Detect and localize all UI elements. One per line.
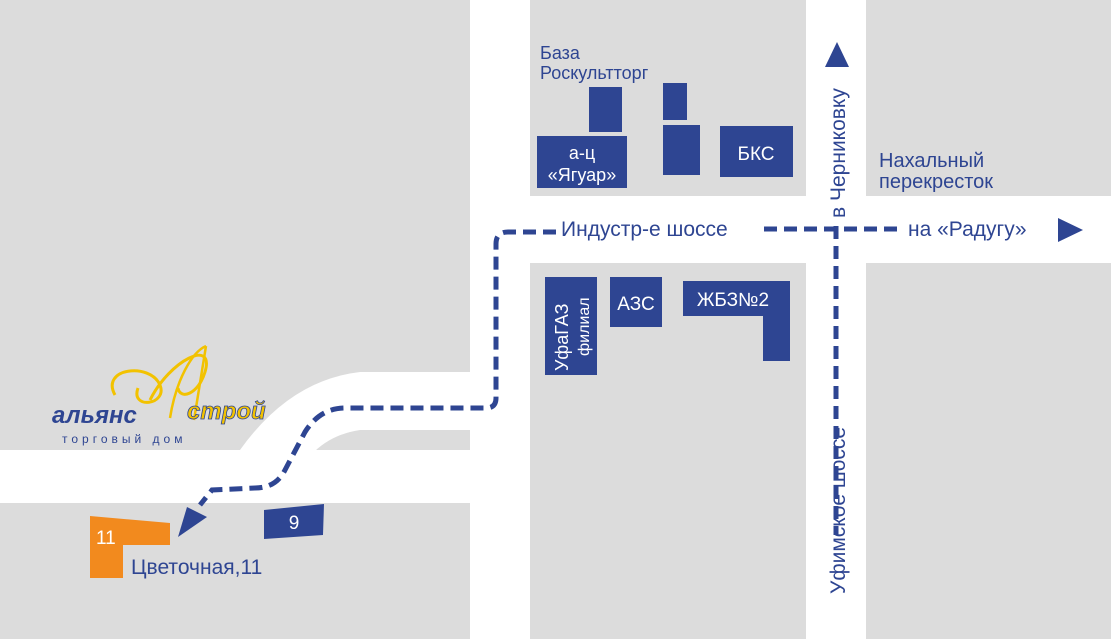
logo-word-alyans: альянс [52,402,137,429]
label-jaguar-line2: «Ягуар» [548,165,616,185]
block-southwest [0,503,470,639]
building-azs [610,277,662,327]
block-east [866,263,1111,639]
arrow-to-raduga [1058,218,1083,242]
logo-swirl-icon [110,353,208,404]
logo-script-a-icon [168,344,208,421]
label-azs: АЗС [617,294,654,315]
route [198,226,898,535]
label-tsvetochnaya: Цветочная,11 [131,556,262,579]
building-ufagaz [545,277,597,375]
building-bks [720,126,793,177]
building-jaguar [537,136,627,188]
label-to-chernikovka: в Черниковку [827,88,850,218]
label-baza-line2: Роскультторг [540,63,649,83]
building-9 [264,504,324,539]
label-ufagaz-line1: УфаГАЗ [552,304,572,371]
block-northeast [866,0,1111,196]
label-building-9: 9 [289,513,300,534]
route-main [198,229,556,507]
building-baza-1 [589,87,622,132]
label-to-raduga: на «Радугу» [908,218,1027,241]
logo-word-stroy: строй [187,398,266,425]
building-baza-2 [663,83,687,120]
building-zhbz [683,281,790,361]
label-ufimskoe-highway: Уфимское шоссе [827,427,850,594]
label-zhbz: ЖБЗ№2 [697,290,769,311]
label-baza-line1: База [540,43,581,63]
logo-alyans-stroy: альянс строй торговый дом [52,344,266,446]
route-arrow-destination [178,507,207,537]
buildings [264,83,793,539]
logo-tagline: торговый дом [62,432,186,446]
label-building-11: 11 [96,528,116,549]
label-jaguar-line1: а-ц [569,143,595,163]
label-crossroad-line1: Нахальный [879,150,984,172]
label-bks: БКС [737,144,774,165]
label-crossroad-line2: перекресток [879,171,993,193]
arrow-to-chernikovka [825,42,849,67]
label-industrial-highway: Индустр-е шоссе [561,218,728,241]
building-11 [90,516,170,578]
label-ufagaz-line2: филиал [576,297,593,356]
building-baza-3 [663,125,700,175]
